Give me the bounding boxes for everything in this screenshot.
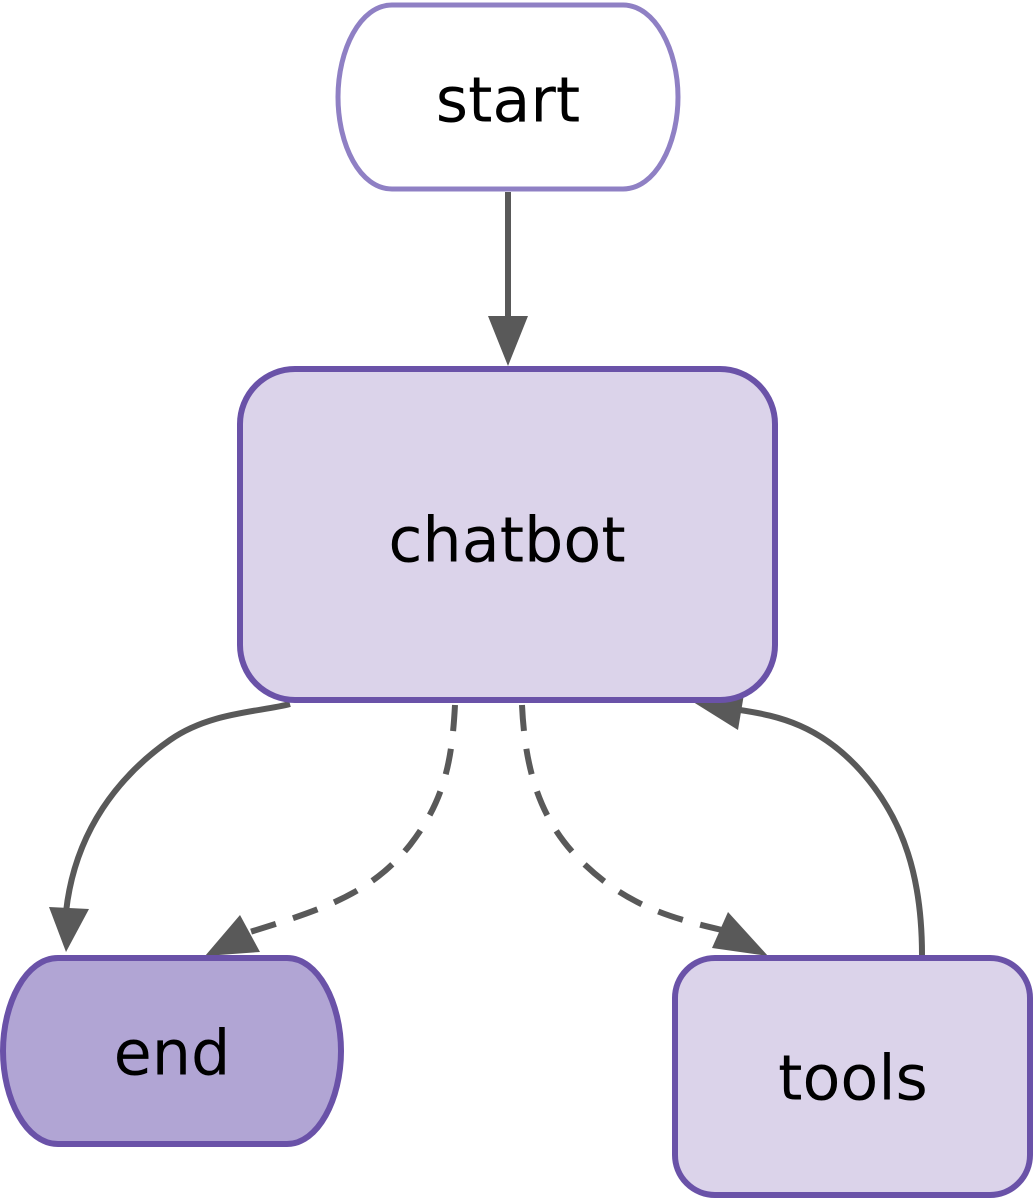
node-tools-label: tools <box>778 1042 928 1115</box>
node-chatbot-label: chatbot <box>388 504 625 577</box>
node-end-label: end <box>114 1017 231 1090</box>
node-start[interactable]: start <box>335 2 681 192</box>
edge-chatbot-tools-dashed <box>519 704 768 956</box>
edge-start-chatbot <box>488 192 528 366</box>
node-end[interactable]: end <box>0 955 345 1147</box>
node-chatbot[interactable]: chatbot <box>237 366 778 703</box>
edge-chatbot-end-dashed <box>205 704 458 956</box>
edge-tools-chatbot <box>690 688 925 956</box>
edge-chatbot-end-solid <box>49 701 291 952</box>
node-tools[interactable]: tools <box>672 955 1033 1198</box>
node-start-label: start <box>436 64 580 137</box>
